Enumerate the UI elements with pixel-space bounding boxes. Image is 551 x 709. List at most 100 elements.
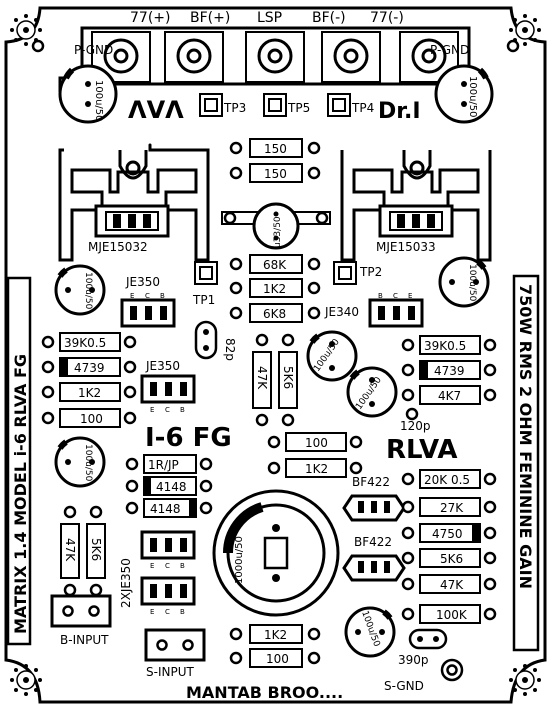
resistor-4739-right: [401, 360, 497, 380]
je340-pin-c: C: [393, 292, 398, 300]
s-input-connector[interactable]: [144, 628, 206, 662]
resistor-47k-bottom-left: [60, 505, 80, 597]
cap-390p-label: 390p: [398, 653, 429, 667]
cap-mid-left-label: 100u/50: [83, 272, 93, 310]
resistor-150-a: [229, 138, 321, 158]
footer-text: MANTAB BROO....: [186, 683, 343, 702]
resistor-1k2-bottom: [229, 624, 321, 644]
resistor-20k-label: 20K 0.5: [424, 473, 470, 487]
je350-mid-pin-e: E: [150, 406, 154, 414]
resistor-1k2-a-label: 1K2: [263, 282, 286, 296]
b-input-label: B-INPUT: [60, 633, 109, 647]
testpoint-tp1: [194, 261, 218, 285]
je350-top-pin-c: C: [145, 292, 150, 300]
resistor-100-center-label: 100: [305, 436, 328, 450]
testpoint-tp4-label: TP4: [351, 101, 374, 115]
resistor-5k6-vertical-label: 5K6: [281, 366, 295, 389]
diode-4148-b-label: 4148: [150, 502, 181, 516]
cap-center: [221, 202, 331, 250]
title-i6fg: I-6 FG: [145, 423, 232, 453]
je350-low-a-pin-e: E: [150, 562, 154, 570]
cap-mid-right: [438, 256, 490, 308]
je350-top-pin-e: E: [130, 292, 134, 300]
mje-left-label: MJE15032: [88, 240, 148, 254]
resistor-100-left-label: 100: [80, 412, 103, 426]
resistor-5k6-right: [401, 548, 497, 568]
cap-top-right: [434, 64, 494, 124]
mount-hole-tl: [10, 14, 42, 46]
testpoint-tp2: [333, 261, 357, 285]
resistor-1rjp: [125, 454, 213, 474]
testpoint-tp5: [263, 93, 287, 117]
terminal-label-3: LSP: [257, 10, 282, 26]
resistor-5k6-bottom-left-label: 5K6: [89, 538, 103, 561]
logo-right: Dr.I: [378, 99, 421, 124]
resistor-39k-left-label: 39K0.5: [64, 336, 106, 350]
je350-low-b-pin-e: E: [150, 608, 154, 616]
terminal-label-4: BF(-): [312, 10, 346, 26]
resistor-1k2-bottom-label: 1K2: [264, 628, 287, 642]
resistor-27k: [401, 497, 497, 517]
terminal-4: [321, 31, 381, 83]
cap-bottom-right: [344, 606, 396, 658]
mount-hole-br: [509, 664, 541, 696]
je340-label: JE340: [324, 305, 359, 319]
resistor-47k-bottom-left-label: 47K: [63, 538, 77, 562]
terminal-label-5: 77(-): [370, 10, 404, 26]
resistor-100-bottom: [229, 648, 321, 668]
terminal-label-2: BF(+): [190, 10, 230, 26]
resistor-39k-right: [401, 335, 497, 355]
diode-4148-a: [125, 476, 213, 496]
je350-low-label: 2XJE350: [119, 558, 133, 608]
resistor-39k-right-label: 39K0.5: [424, 339, 466, 353]
left-title-box: [6, 276, 32, 646]
je350-low-b-pin-b: B: [180, 608, 185, 616]
cap-top-left: [58, 64, 118, 124]
title-rlva: RLVA: [386, 435, 458, 465]
testpoint-tp3-label: TP3: [223, 101, 246, 115]
resistor-100k: [401, 604, 497, 624]
s-gnd-label: S-GND: [384, 679, 424, 693]
pgnd-right-label: P-GND: [430, 43, 469, 57]
resistor-100-left: [41, 408, 137, 428]
right-title-box: [512, 274, 540, 652]
je350-low-b-pin-c: C: [165, 608, 170, 616]
pgnd-left-label: P-GND: [74, 43, 113, 57]
resistor-47k-right-label: 47K: [440, 578, 464, 592]
cap-1000u-label: 1000u/50: [234, 536, 245, 584]
resistor-47k-right: [401, 574, 497, 594]
je350-mid-pin-c: C: [165, 406, 170, 414]
s-gnd-pad[interactable]: [440, 658, 464, 682]
testpoint-tp4: [327, 93, 351, 117]
cap-82p-label: 82p: [223, 338, 237, 361]
resistor-1k2-center: [267, 458, 363, 478]
cap-1000u: [212, 489, 340, 617]
resistor-27k-label: 27K: [440, 501, 464, 515]
right-vertical-title: 750W RMS 2 OHM FEMININE GAIN: [516, 284, 535, 589]
resistor-1k2-left: [41, 382, 137, 402]
resistor-100k-label: 100K: [436, 608, 468, 622]
mount-hole-bl: [10, 664, 42, 696]
terminal-5: [399, 31, 459, 83]
resistor-100-bottom-label: 100: [266, 652, 289, 666]
resistor-150-b: [229, 163, 321, 183]
resistor-1k2-a: [229, 278, 321, 298]
terminal-2: [164, 31, 224, 83]
terminal-label-1: 77(+): [130, 10, 170, 26]
resistor-150-a-label: 150: [264, 142, 287, 156]
resistor-39k-left: [41, 332, 137, 352]
cap-right-1: [306, 330, 358, 382]
testpoint-tp3: [199, 93, 223, 117]
resistor-4739-right-label: 4739: [434, 364, 465, 378]
resistor-4739-left-label: 4739: [74, 361, 105, 375]
b-input-connector[interactable]: [50, 594, 112, 628]
resistor-5k6-vertical: [278, 333, 298, 427]
resistor-47k-vertical: [252, 333, 272, 427]
testpoint-tp5-label: TP5: [287, 101, 310, 115]
resistor-1rjp-label: 1R/JP: [148, 458, 179, 472]
bf422-a: [342, 494, 406, 522]
terminal-3: [245, 31, 305, 83]
testpoint-tp1-label: TP1: [192, 293, 215, 307]
